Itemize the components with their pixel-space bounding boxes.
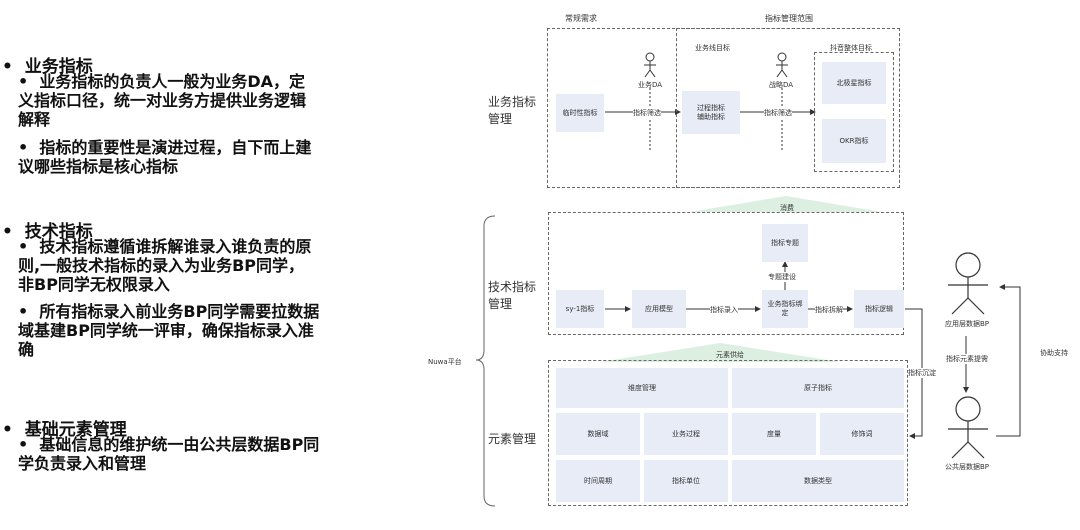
tech-bullet-2: • 所有指标录入前业务BP同学需要拉数据 域基建BP同学统一评审，确保指标录入准… (18, 302, 319, 359)
text-line: 非BP同学无权限录入 (18, 275, 170, 294)
bullet-icon: • (2, 57, 13, 77)
row-label-tech-metric: 技术指标 管理 (488, 279, 536, 313)
strategy-da-person-icon (776, 52, 788, 78)
text-line: 业务指标的负责人一般为业务DA，定 (39, 72, 306, 91)
header-element-supply: 元素供给 (716, 351, 744, 359)
biz-bullet-2: • 指标的重要性是演进过程，自下而上建 议哪些指标是核心指标 (18, 138, 311, 176)
app-bp-label: 应用层数据BP (945, 320, 990, 328)
bullet-icon: • (2, 222, 13, 242)
biz-bind-box: 业务指标绑 定 (762, 290, 808, 328)
text-line: 义指标口径，统一对业务方提供业务逻辑 (18, 91, 307, 110)
edge-label-sediment: 指标沉淀 (908, 368, 936, 378)
north-star-box: 北极星指标 (822, 62, 886, 104)
element-bullet-1: • 基础信息的维护统一由公共层数据BP同 学负责录入和管理 (18, 435, 319, 473)
edge-label-element-req: 指标元素提需 (946, 354, 988, 364)
topic-box: 指标专题 (762, 224, 808, 262)
box-line: 定 (781, 309, 789, 317)
sy1-metric-box: sy-1指标 (556, 290, 604, 328)
biz-da-person-icon (644, 52, 656, 78)
tech-bullet-1: • 技术指标遵循谁拆解谁录入谁负责的原 则,一般技术指标的录入为业务BP同学， … (18, 237, 311, 294)
text-line: 指标的重要性是演进过程，自下而上建 (39, 138, 312, 157)
bullet-icon: • (2, 420, 13, 440)
metric-logic-box: 指标逻辑 (854, 290, 904, 328)
row-label-biz-metric: 业务指标 管理 (488, 94, 536, 128)
douyin-goal-frame (814, 52, 894, 172)
text-line: 则,一般技术指标的录入为业务BP同学， (18, 256, 305, 275)
section-title-biz: 业务指标 (24, 57, 93, 77)
bullet-icon: • (18, 435, 29, 454)
text-line: 学负责录入和管理 (18, 454, 147, 473)
text-line: 确 (18, 340, 35, 359)
text-line: 域基建BP同学统一评审，确保指标录入准 (18, 321, 314, 340)
biz-process-cell: 业务过程 (644, 413, 728, 455)
biz-da-label: 业务DA (638, 81, 663, 89)
bullet-icon: • (18, 138, 29, 157)
metric-scope-frame (676, 28, 900, 188)
box-line: 业务指标绑 (767, 300, 803, 308)
supply-arrow-shape (600, 343, 840, 362)
strategy-da-label: 战略DA (769, 81, 794, 89)
edge-label-topic-build: 专题建设 (768, 272, 796, 282)
section-biz-metric: • 业务指标 (2, 52, 93, 77)
app-model-box: 应用模型 (632, 290, 686, 328)
bullet-icon: • (18, 237, 29, 256)
domain-cell: 数据域 (556, 413, 640, 455)
section-title-element: 基础元素管理 (24, 420, 127, 440)
row-label-element-mgmt: 元素管理 (488, 432, 537, 446)
text-line: 技术指标遵循谁拆解谁录入谁负责的原 (39, 237, 312, 256)
row-label-line: 管理 (488, 297, 513, 311)
bullet-icon: • (18, 302, 29, 321)
edge-label-filter-1: 指标筛选 (633, 108, 661, 118)
process-metric-box: 过程指标 辅助指标 (682, 91, 740, 134)
time-period-cell: 时间周期 (556, 460, 640, 502)
edge-label-split: 指标拆解 (815, 305, 843, 315)
text-line: 议哪些指标是核心指标 (18, 157, 179, 176)
row-label-line: 技术指标 (488, 280, 537, 294)
row-label-line: 业务指标 (488, 95, 537, 109)
modifier-cell: 修饰词 (820, 413, 904, 455)
biz-bullet-1: • 业务指标的负责人一般为业务DA，定 义指标口径，统一对业务方提供业务逻辑 解… (18, 72, 306, 129)
okr-box: OKR指标 (822, 119, 886, 163)
app-bp-person-icon (948, 252, 988, 315)
section-element-mgmt: • 基础元素管理 (2, 415, 127, 440)
header-normal-demand: 常规需求 (565, 14, 597, 23)
box-line: 过程指标 (697, 103, 725, 112)
section-tech-metric: • 技术指标 (2, 217, 93, 242)
text-line: 解释 (18, 110, 51, 129)
header-douyin-goal: 抖音整体目标 (830, 44, 872, 52)
tech-metric-frame (548, 212, 904, 335)
nuwa-platform-label: Nuwa平台 (428, 358, 462, 366)
bullet-icon: • (18, 72, 29, 91)
public-bp-person-icon (948, 396, 988, 459)
element-frame (548, 360, 908, 506)
header-consume: 消费 (780, 204, 794, 212)
edge-label-assist: 协助支持 (1040, 349, 1068, 357)
left-text-panel: • 业务指标 • 业务指标的负责人一般为业务DA，定 义指标口径，统一对业务方提… (0, 0, 430, 530)
public-bp-label: 公共层数据BP (945, 463, 990, 471)
box-line: 辅助指标 (697, 112, 725, 121)
unit-cell: 指标单位 (644, 460, 728, 502)
text-line: 基础信息的维护统一由公共层数据BP同 (39, 435, 320, 454)
adhoc-metric-box: 临时性指标 (556, 94, 604, 132)
data-type-cell: 数据类型 (732, 460, 904, 502)
header-metric-scope: 指标管理范围 (765, 14, 813, 23)
section-title-tech: 技术指标 (24, 222, 93, 242)
dimension-cell: 维度管理 (556, 368, 728, 408)
header-biz-line-goal: 业务线目标 (695, 44, 730, 52)
consume-arrow-shape (690, 196, 882, 212)
measure-cell: 度量 (732, 413, 816, 455)
edge-label-filter-2: 指标筛选 (764, 108, 792, 118)
atomic-metric-cell: 原子指标 (732, 368, 904, 408)
row-label-line: 管理 (488, 112, 513, 126)
text-line: 所有指标录入前业务BP同学需要拉数据 (39, 302, 320, 321)
edge-label-entry: 指标录入 (710, 305, 738, 315)
